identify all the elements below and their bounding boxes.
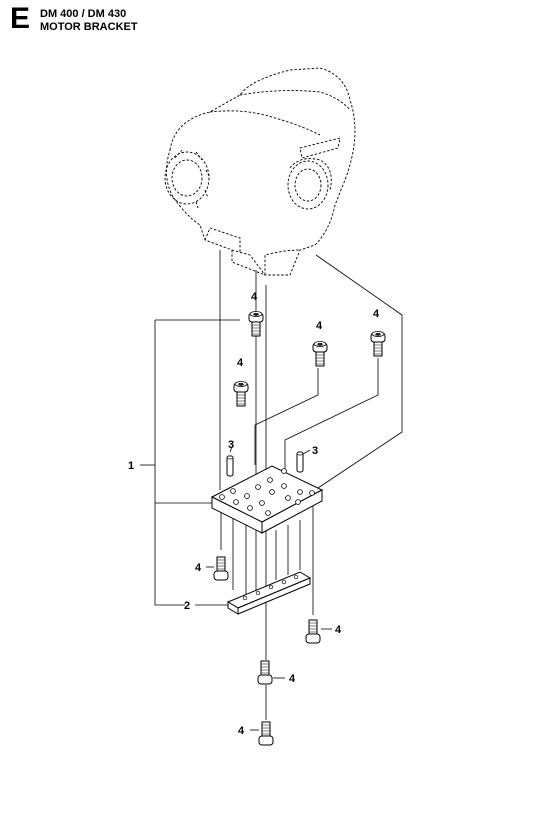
callout-4-c: 4 xyxy=(316,320,323,332)
diagram-title: MOTOR BRACKET xyxy=(40,21,138,33)
socket-screw-icon xyxy=(233,311,386,407)
callout-labels: 1 2 3 3 4 4 4 4 4 4 4 4 xyxy=(128,291,380,737)
callout-ticks xyxy=(206,446,332,731)
callout-brackets xyxy=(140,319,240,606)
callout-4-b: 4 xyxy=(237,357,244,369)
callout-4-g: 4 xyxy=(289,673,296,685)
callout-4-e: 4 xyxy=(195,562,202,574)
clamp-bar-icon xyxy=(226,571,312,615)
model-name: DM 400 / DM 430 xyxy=(40,8,127,20)
callout-3-left: 3 xyxy=(228,439,234,451)
callout-4-d: 4 xyxy=(373,308,380,320)
callout-2: 2 xyxy=(184,600,190,612)
callout-1: 1 xyxy=(128,460,134,472)
callout-4-h: 4 xyxy=(238,725,245,737)
motor-housing-icon xyxy=(164,67,356,276)
callout-4-a: 4 xyxy=(251,291,258,303)
section-letter: E xyxy=(10,2,31,35)
bracket-plate-icon xyxy=(210,465,324,534)
callout-4-f: 4 xyxy=(335,624,342,636)
callout-3-right: 3 xyxy=(312,445,318,457)
